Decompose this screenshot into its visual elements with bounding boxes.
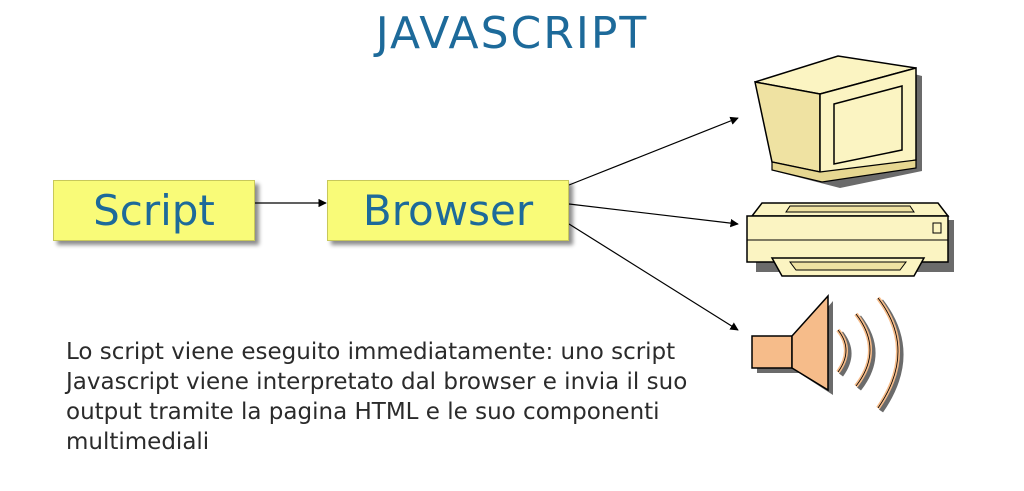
arrow-browser-to-monitor [568, 116, 739, 186]
browser-label: Browser [362, 186, 534, 235]
browser-box: Browser [327, 180, 569, 241]
speaker-icon [751, 294, 904, 413]
page-title: JAVASCRIPT [375, 8, 649, 59]
script-box: Script [53, 180, 255, 241]
arrow-browser-to-printer [568, 203, 739, 228]
arrow-browser-to-speaker [568, 223, 739, 331]
script-label: Script [93, 186, 215, 235]
monitor-icon [754, 55, 922, 188]
description-text: Lo script viene eseguito immediatamente:… [66, 339, 688, 455]
printer-icon [746, 202, 954, 277]
